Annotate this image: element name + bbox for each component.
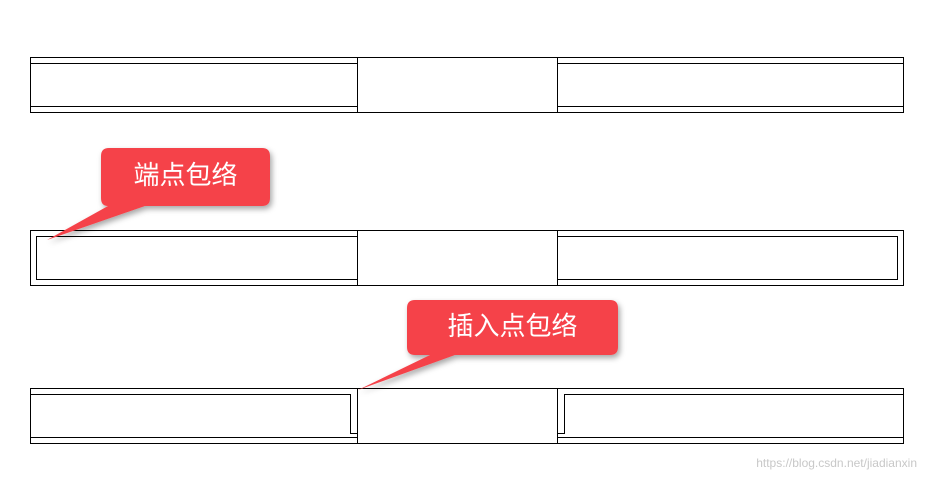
row-original — [30, 57, 904, 113]
callout-label-end: 端点包络 — [133, 161, 238, 191]
callout-bubble-end — [47, 148, 270, 240]
row-end-wrap — [30, 230, 904, 286]
watermark: https://blog.csdn.net/jiadianxin — [756, 456, 917, 470]
callout-bubble-insert — [358, 300, 618, 390]
row-insert-wrap — [30, 388, 904, 444]
callout-label-insert: 插入点包络 — [447, 312, 578, 342]
